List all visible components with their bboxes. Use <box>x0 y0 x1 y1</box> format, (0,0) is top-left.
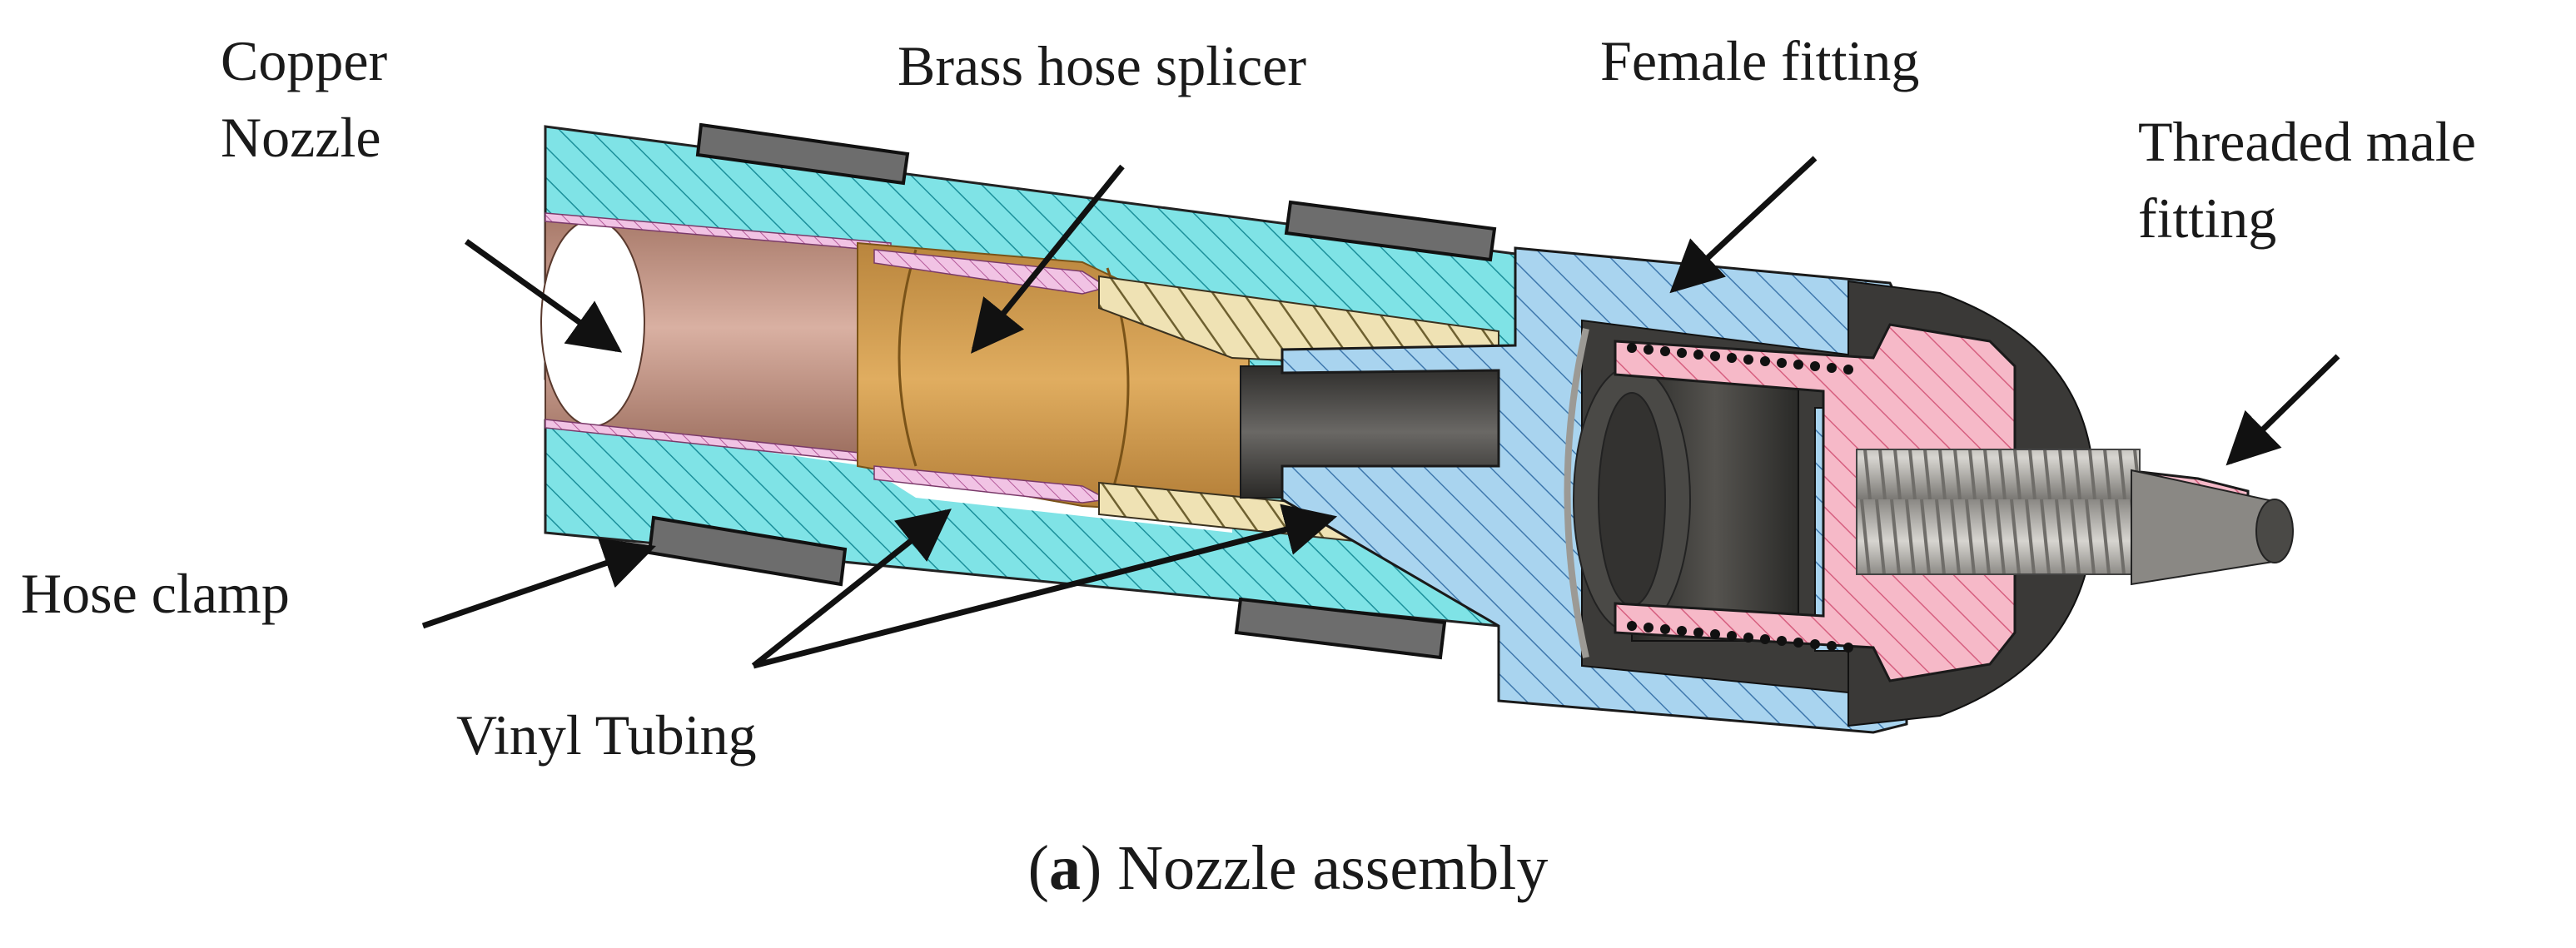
label-vinyl-tubing: Vinyl Tubing <box>456 703 757 767</box>
arrow-vinyl-tubing-2 <box>753 504 1338 669</box>
arrow-threaded-male-fitting <box>2225 354 2340 466</box>
hose-clamp-bottom-right <box>1234 597 1447 660</box>
figure-caption: (a) Nozzle assembly <box>0 832 2576 905</box>
caption-open-paren: ( <box>1027 833 1049 903</box>
caption-text: Nozzle assembly <box>1102 833 1549 903</box>
label-brass-hose-splicer: Brass hose splicer <box>898 34 1307 97</box>
threaded-male-fitting <box>1614 280 2294 727</box>
thread-coils <box>1627 343 1853 653</box>
arrow-brass-hose-splicer <box>971 164 1125 354</box>
arrow-vinyl-tubing-1 <box>751 509 952 668</box>
label-copper-nozzle-line2: Nozzle <box>221 105 381 169</box>
arrow-copper-nozzle <box>464 239 623 353</box>
caption-close-paren: ) <box>1080 833 1102 903</box>
hose-clamps <box>647 122 1497 660</box>
label-copper-nozzle-line1: Copper <box>221 29 388 92</box>
label-threaded-male-line2: fitting <box>2138 186 2277 250</box>
label-threaded-male-fitting: Threaded male fitting <box>2138 104 2476 257</box>
label-threaded-male-line1: Threaded male <box>2138 110 2476 173</box>
leader-arrows <box>421 156 2340 669</box>
arrow-female-fitting <box>1669 156 1818 294</box>
arrow-hose-clamp <box>421 538 656 629</box>
label-hose-clamp: Hose clamp <box>21 562 290 625</box>
hose-clamp-top-right <box>1284 200 1497 262</box>
label-female-fitting: Female fitting <box>1600 29 1920 92</box>
caption-letter: a <box>1048 833 1081 903</box>
label-copper-nozzle: Copper Nozzle <box>221 23 387 176</box>
hose-clamp-top-left <box>695 122 910 186</box>
